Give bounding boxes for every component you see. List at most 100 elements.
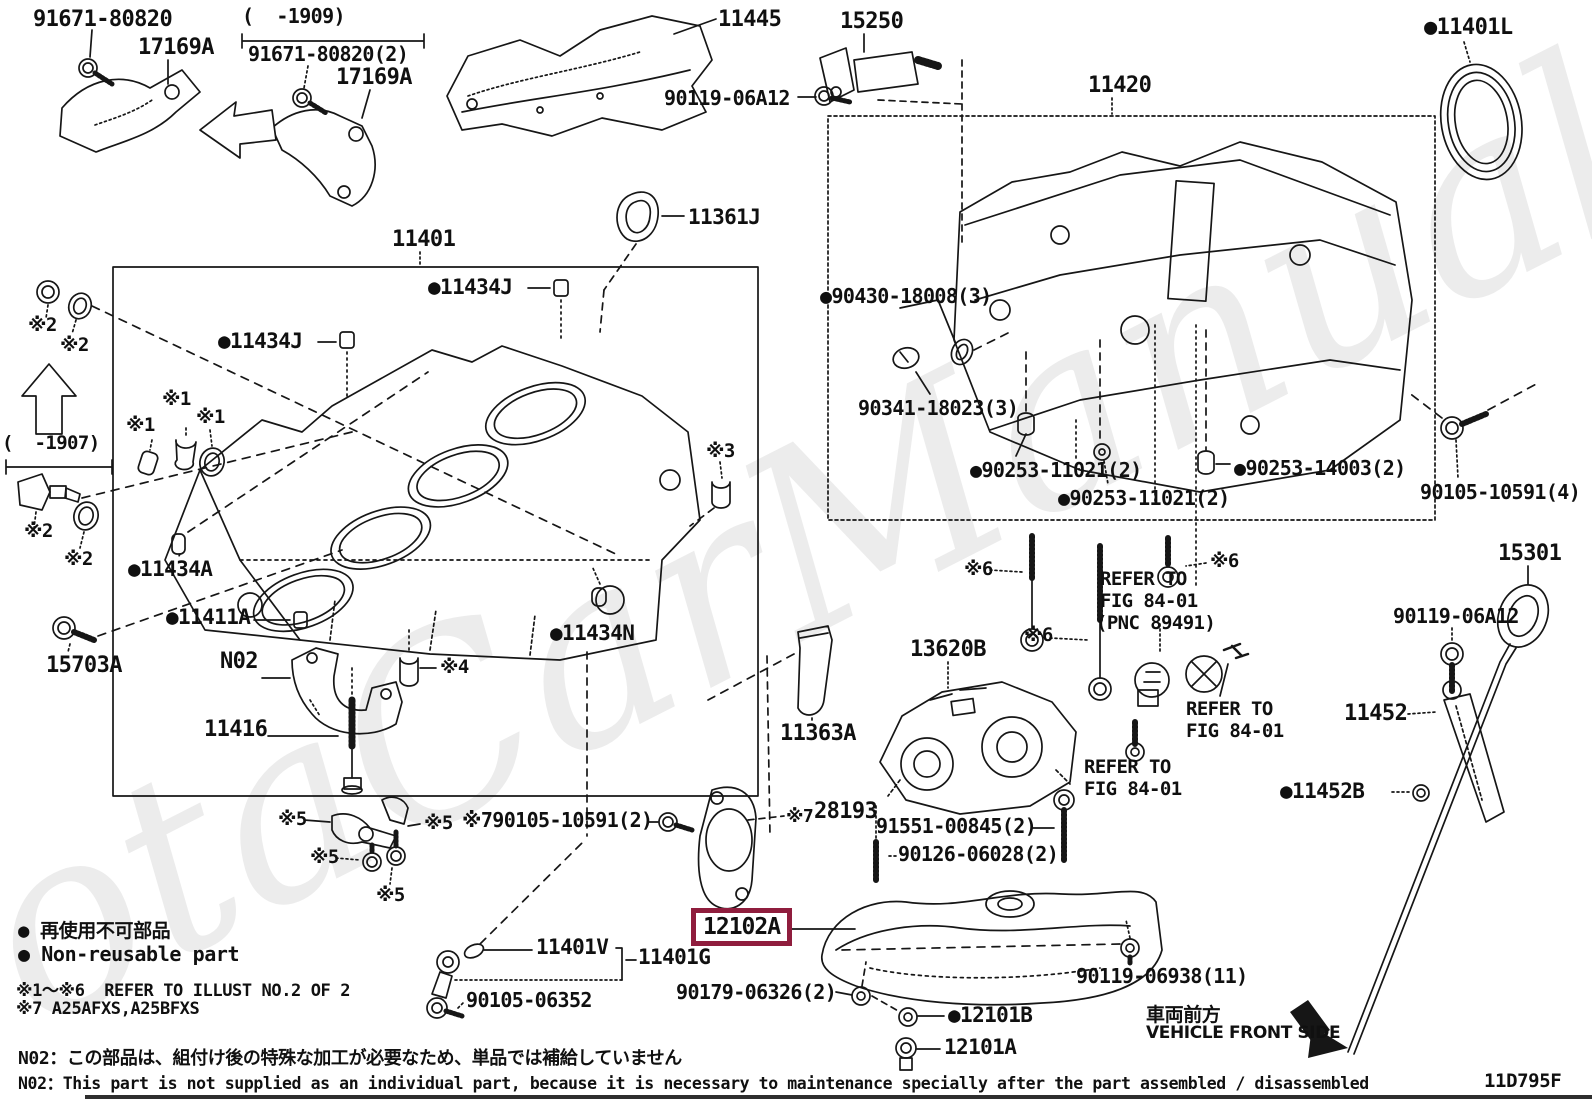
part-label-n02-25[interactable]: N02 (220, 649, 259, 674)
bolt-icon (52, 549, 343, 653)
part-label-2-20[interactable]: ※2 (24, 520, 53, 542)
bolt-icon (1031, 789, 1075, 865)
bracket-17169a-old (271, 65, 376, 207)
part-label-91671808202-3[interactable]: 91671-80820(2) (248, 42, 409, 66)
part-label-2-21[interactable]: ※2 (64, 548, 93, 570)
bolt-icon (78, 58, 115, 87)
part-label-11452b-39[interactable]: ●11452B (1280, 779, 1365, 803)
part-label-90253140032-34[interactable]: ●90253-14003(2) (1234, 456, 1406, 480)
part-label-1-17[interactable]: ※1 (196, 406, 225, 428)
part-label-11434j-11[interactable]: ●11434J (428, 275, 513, 299)
gasket-28193 (697, 786, 785, 910)
part-label-90105105914-35[interactable]: 90105-10591(4) (1420, 480, 1581, 504)
part-label-12101a-67[interactable]: 12101A (944, 1035, 1017, 1059)
part-label-11401l-9[interactable]: ●11401L (1424, 15, 1513, 40)
part-label-90179063262-64[interactable]: 90179-06326(2) (676, 980, 837, 1004)
bearing-cap-n02 (261, 647, 403, 735)
sleeve-icon (174, 427, 197, 471)
part-label-6-43[interactable]: ※6 (1210, 550, 1239, 572)
part-label-90253110212-32[interactable]: ●90253-11021(2) (970, 458, 1142, 482)
washer-icon (1093, 339, 1111, 485)
part-label-15250-7[interactable]: 15250 (840, 9, 904, 34)
part-label-fig8401-49[interactable]: FIG 84-01 (1186, 720, 1284, 742)
part-label-2-15[interactable]: ※2 (60, 334, 89, 356)
part-label-9167180820-0[interactable]: 91671-80820 (33, 7, 173, 32)
oil-control-valve-15250 (819, 33, 963, 246)
highlighted-part-12102a[interactable]: 12102A (691, 908, 793, 946)
part-label-11361j-12[interactable]: 11361J (688, 205, 761, 229)
part-label-91551008452-59[interactable]: 91551-00845(2) (876, 814, 1037, 838)
part-label-1-18[interactable]: ※1 (126, 414, 155, 436)
part-label-15703a-22[interactable]: 15703A (46, 653, 122, 678)
part-label-fig8401-51[interactable]: FIG 84-01 (1084, 778, 1182, 800)
part-label-5-55[interactable]: ※5 (310, 846, 339, 868)
part-label-11434j-13[interactable]: ●11434J (218, 329, 303, 353)
part-label-28193-58[interactable]: 28193 (814, 799, 878, 824)
vvt-filter-parts (1134, 623, 1250, 707)
part-label-12101b-66[interactable]: ●12101B (948, 1003, 1033, 1027)
part-label-790105105912-54[interactable]: ※790105-10591(2) (462, 808, 653, 832)
dowel-icon (591, 565, 607, 607)
part-label-11420-8[interactable]: 11420 (1088, 73, 1152, 98)
plug-icon (835, 961, 871, 1006)
part-label-pnc89491-47[interactable]: (PNC 89491) (1096, 612, 1216, 634)
part-label-15301-36[interactable]: 15301 (1498, 541, 1562, 566)
oil-level-sensor-group (431, 839, 637, 999)
vehicle-front-ja: 車両前方 (1146, 1004, 1221, 1026)
bolt-icon (989, 533, 1044, 652)
seal-ring-icon (1391, 784, 1430, 802)
sleeve-icon (689, 461, 731, 527)
part-label-2-14[interactable]: ※2 (28, 314, 57, 336)
part-label-11452-38[interactable]: 11452 (1344, 701, 1408, 726)
part-label-7-57[interactable]: ※7 (786, 806, 814, 827)
part-label-fig8401-46[interactable]: FIG 84-01 (1100, 590, 1198, 612)
part-label-9010506352-63[interactable]: 90105-06352 (466, 988, 592, 1012)
figure-code: 11D795F (1484, 1070, 1562, 1092)
part-label-90341180233-31[interactable]: 90341-18023(3) (858, 396, 1019, 420)
nut-icon (36, 280, 60, 319)
plug-icon (317, 331, 355, 397)
bolt-icon (1157, 535, 1207, 588)
part-label-5-56[interactable]: ※5 (376, 884, 405, 906)
part-label-9011906a12-6[interactable]: 90119-06A12 (664, 86, 790, 110)
part-label-11401v-61[interactable]: 11401V (536, 935, 609, 959)
legend-nonreusable-ja: ● 再使用不可部品 (18, 920, 171, 942)
part-label-17169a-4[interactable]: 17169A (336, 65, 412, 90)
part-label-6-42[interactable]: ※6 (964, 558, 993, 580)
part-label-901190693811-65[interactable]: 90119-06938(11) (1076, 964, 1248, 988)
part-label-5-53[interactable]: ※5 (424, 812, 453, 834)
part-label-9011906a12-37[interactable]: 90119-06A12 (1393, 604, 1519, 628)
part-label-11401-10[interactable]: 11401 (392, 227, 456, 252)
part-label-referto-45[interactable]: REFER TO (1100, 568, 1187, 590)
bolt-icon (1407, 381, 1541, 479)
part-label-5-52[interactable]: ※5 (278, 808, 307, 830)
heat-shield-11445 (446, 15, 717, 137)
part-label-90430180083-30[interactable]: ●90430-18008(3) (820, 284, 992, 308)
part-label-4-27[interactable]: ※4 (440, 656, 469, 678)
part-label-13620b-40[interactable]: 13620B (910, 637, 986, 662)
part-label-11411a-24[interactable]: ●11411A (166, 605, 251, 629)
part-label-11363a-41[interactable]: 11363A (780, 721, 856, 746)
part-label-90253110212-33[interactable]: ●90253-11021(2) (1058, 486, 1230, 510)
part-label-90126060282-60[interactable]: 90126-06028(2) (898, 842, 1059, 866)
part-label-11434n-28[interactable]: ●11434N (550, 621, 635, 645)
part-label-17169a-1[interactable]: 17169A (138, 35, 214, 60)
part-label-11445-5[interactable]: 11445 (718, 7, 782, 32)
part-label-referto-50[interactable]: REFER TO (1084, 756, 1171, 778)
part-label-11434a-23[interactable]: ●11434A (128, 557, 213, 581)
oilpan-group-box (827, 115, 1436, 521)
part-label-11416-26[interactable]: 11416 (204, 717, 268, 742)
bolt-icon (647, 812, 695, 833)
part-label-1-16[interactable]: ※1 (162, 388, 191, 410)
part-label-3-29[interactable]: ※3 (706, 440, 735, 462)
part-label-1909-2[interactable]: ( -1909) (242, 4, 346, 28)
dipstick-guide-11452 (1407, 680, 1505, 823)
part-label-11401g-62[interactable]: 11401G (638, 945, 711, 969)
part-label-referto-48[interactable]: REFER TO (1186, 698, 1273, 720)
part-label-1907-19[interactable]: ( -1907) (2, 432, 100, 454)
up-arrow-icon (21, 363, 77, 435)
vehicle-front-en: VEHICLE FRONT SIDE (1146, 1023, 1341, 1043)
plug-icon (527, 279, 569, 341)
legend-nonreusable-en: ● Non-reusable part (18, 942, 240, 966)
part-label-6-44[interactable]: ※6 (1024, 624, 1053, 646)
